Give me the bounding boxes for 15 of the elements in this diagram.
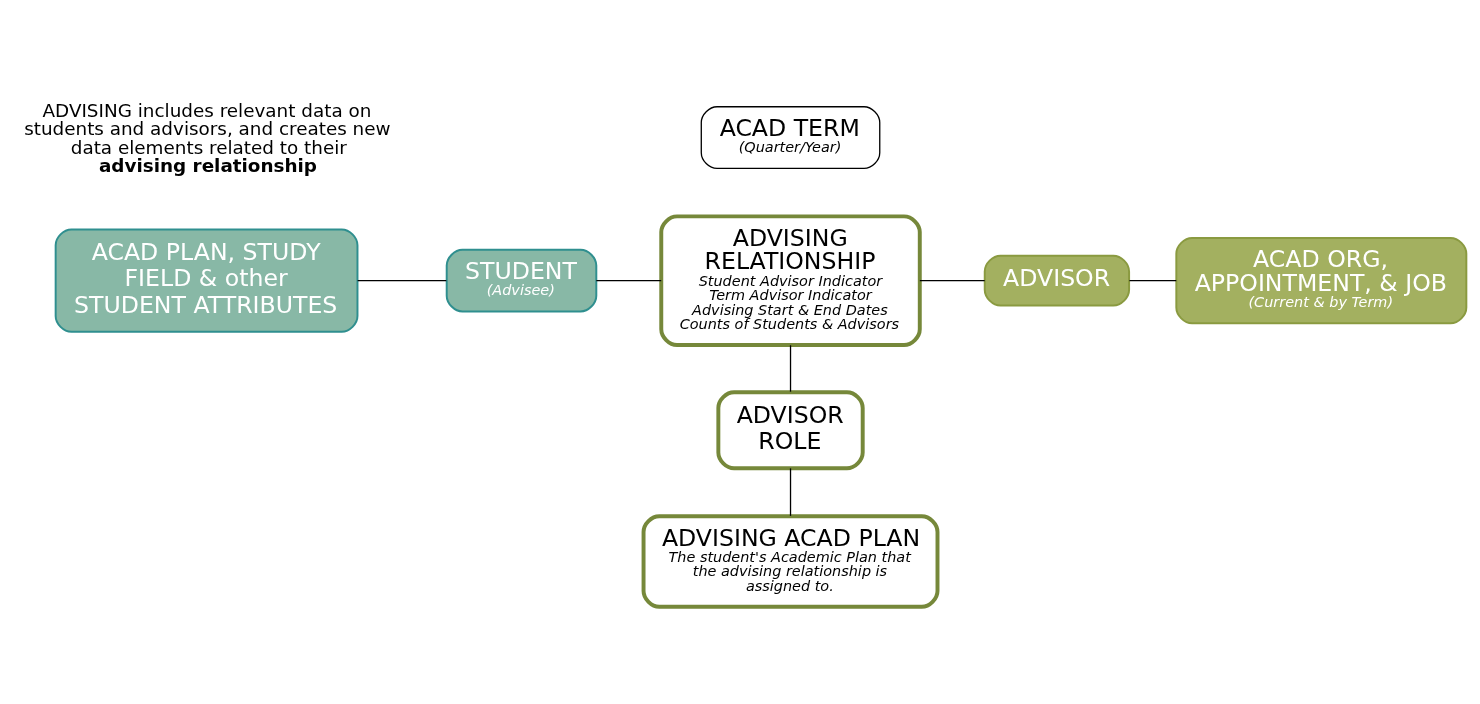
connector	[789, 467, 792, 516]
connector	[595, 279, 662, 281]
node-box: ACAD PLAN, STUDY FIELD & other STUDENT ATTRIBUTES	[54, 228, 359, 333]
node-box: ADVISING ACAD PLAN The student's Academic Plan that the advising relationship is assigned to.	[641, 513, 940, 609]
node-box: ADVISING RELATIONSHIP Student Advisor Indicator Term Advisor Indicator Advising Start & End Dates Counts of Students & Advisors	[659, 213, 922, 347]
node-box: ADVISOR	[983, 254, 1131, 307]
node-box: ACAD ORG, APPOINTMENT, & JOB (Current & by Term)	[1175, 236, 1468, 324]
connector	[789, 344, 792, 392]
node-box: STUDENT (Advisee)	[445, 248, 598, 312]
connector	[1128, 279, 1177, 281]
node-box: ACAD TERM (Quarter/Year)	[700, 105, 881, 169]
connector	[356, 279, 447, 281]
label: ADVISING includes relevant data on students and advisors, and creates new data elements related to their advising relationship	[24, 99, 391, 176]
connector	[919, 279, 986, 281]
node-box: ADVISOR ROLE	[716, 389, 865, 470]
